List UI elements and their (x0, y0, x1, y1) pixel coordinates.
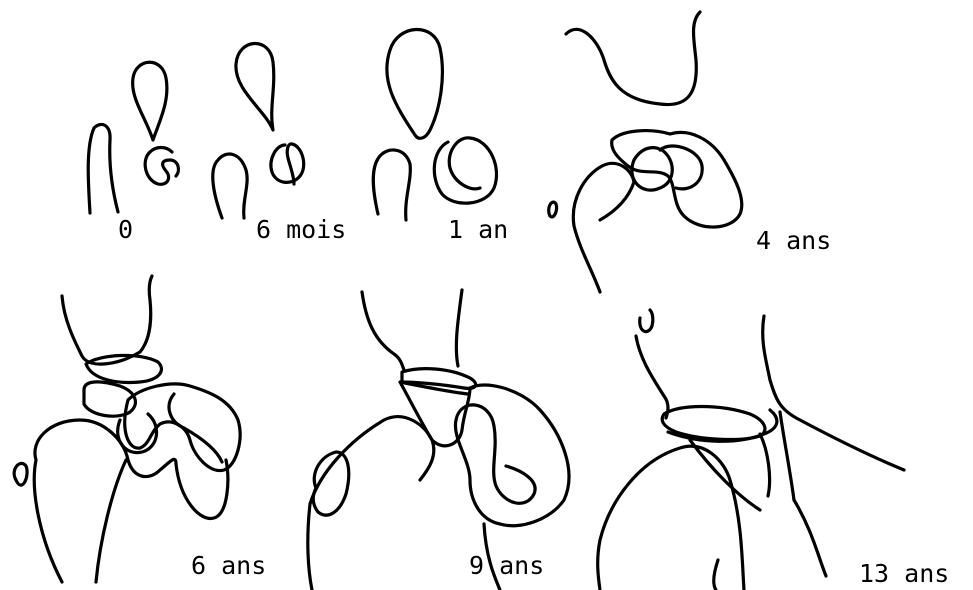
stage-3-drawing (549, 12, 742, 292)
stage-1-ossification-center (236, 43, 274, 130)
stage-4-small-bone (14, 463, 27, 485)
stage-3-shaft (573, 163, 634, 292)
stage-label-4-ans: 4 ans (756, 227, 831, 255)
stage-2-nucleus (434, 138, 496, 203)
stage-3-nucleus (632, 146, 702, 190)
stage-6-joint-lines (668, 410, 794, 510)
stage-0-drawing (88, 62, 178, 213)
stage-0-ossification-center (133, 62, 167, 140)
stage-4-upper-bone (62, 276, 152, 364)
stage-2-bone-shaft (373, 150, 410, 220)
stage-2-drawing (373, 29, 496, 220)
stage-1-bone-shaft (213, 154, 247, 218)
stage-label-6-mois: 6 mois (256, 216, 346, 244)
stage-4-drawing (14, 276, 240, 582)
stage-3-upper-bone (566, 12, 700, 105)
stage-4-nucleus (118, 394, 222, 462)
stage-1-drawing (213, 43, 304, 218)
stage-label-0: 0 (118, 216, 133, 244)
stage-3-small-bone (549, 202, 557, 217)
stage-label-9-ans: 9 ans (469, 552, 544, 580)
stage-6-hook (640, 310, 653, 332)
stage-1-nucleus (271, 144, 304, 184)
stage-5-upper-bone (362, 290, 462, 370)
stage-2-ossification-center (387, 29, 443, 138)
stage-5-drawing (308, 290, 569, 590)
stage-6-drawing (598, 310, 904, 590)
stage-0-small-nucleus (145, 148, 178, 185)
stage-label-6-ans: 6 ans (191, 552, 266, 580)
stage-5-nucleus (455, 385, 569, 526)
stage-6-upper-bone-right (763, 316, 904, 470)
stage-0-bone-shaft (88, 124, 118, 213)
stage-6-upper-bone-left (636, 336, 668, 418)
stage-label-1-an: 1 an (448, 216, 508, 244)
stage-label-13-ans: 13 ans (859, 560, 949, 588)
